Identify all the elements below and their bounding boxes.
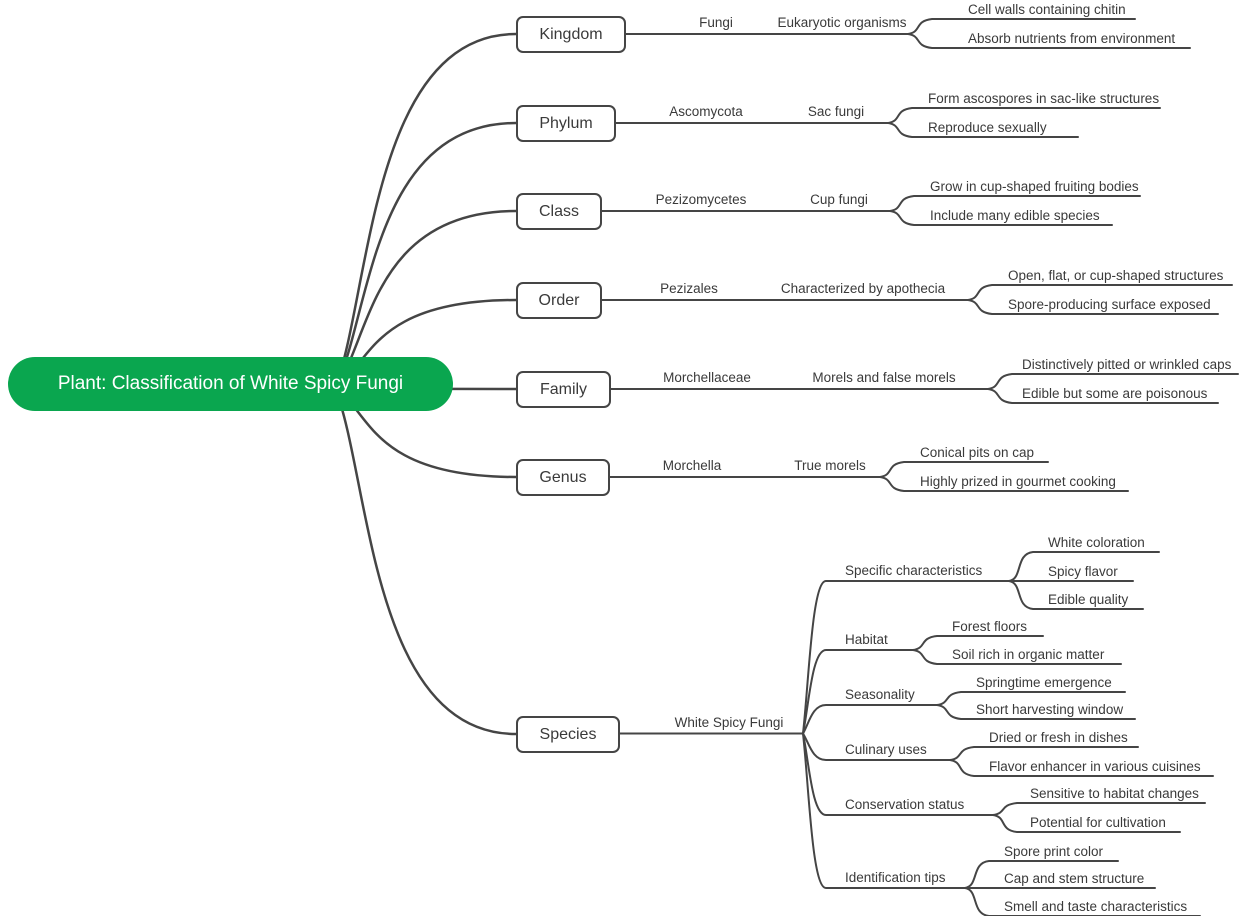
rank-label: Genus xyxy=(539,468,587,486)
taxon-desc-kingdom[interactable]: Eukaryotic organisms xyxy=(777,15,907,30)
link-leaf xyxy=(1008,551,1160,582)
link-leaf xyxy=(967,284,1233,301)
trait-label[interactable]: Grow in cup-shaped fruiting bodies xyxy=(930,179,1139,194)
trait-label[interactable]: Edible but some are poisonous xyxy=(1022,386,1208,401)
rank-node-class[interactable]: Class xyxy=(516,193,602,230)
branch-links xyxy=(601,18,1239,916)
taxon-name-class[interactable]: Pezizomycetes xyxy=(655,192,747,207)
aspect-item[interactable]: Forest floors xyxy=(952,619,1028,634)
link-leaf xyxy=(879,476,1129,492)
link-leaf xyxy=(912,649,1122,665)
rank-label: Class xyxy=(538,202,579,220)
rank-node-order[interactable]: Order xyxy=(516,282,602,319)
link-aspect xyxy=(802,704,938,735)
taxon-name-family[interactable]: Morchellaceae xyxy=(663,370,751,385)
aspect-item[interactable]: Spore print color xyxy=(1004,844,1104,859)
link-root-phylum xyxy=(333,121,518,390)
link-aspect xyxy=(802,732,951,761)
aspect-item[interactable]: Dried or fresh in dishes xyxy=(989,730,1128,745)
link-aspect xyxy=(802,732,966,889)
link-leaf xyxy=(992,802,1206,816)
rank-node-species[interactable]: Species xyxy=(516,716,620,753)
link-aspect xyxy=(802,649,914,735)
root-label: Plant: Classification of White Spicy Fun… xyxy=(57,373,404,394)
rank-label: Kingdom xyxy=(539,25,603,43)
link-leaf xyxy=(907,18,1136,35)
taxon-name-kingdom[interactable]: Fungi xyxy=(699,15,733,30)
aspect-label[interactable]: Habitat xyxy=(845,632,888,647)
aspect-item[interactable]: Spicy flavor xyxy=(1048,564,1118,579)
taxon-desc-family[interactable]: Morels and false morels xyxy=(812,370,956,385)
aspect-item[interactable]: Edible quality xyxy=(1048,592,1129,607)
aspect-item[interactable]: Smell and taste characteristics xyxy=(1004,899,1188,914)
link-leaf xyxy=(889,195,1141,212)
taxon-desc-class[interactable]: Cup fungi xyxy=(810,192,868,207)
taxon-desc-genus[interactable]: True morels xyxy=(794,458,866,473)
aspect-item[interactable]: Cap and stem structure xyxy=(1004,871,1145,886)
trait-label[interactable]: Spore-producing surface exposed xyxy=(1008,297,1211,312)
link-leaf xyxy=(936,691,1126,706)
link-leaf xyxy=(987,373,1239,390)
aspect-item[interactable]: Potential for cultivation xyxy=(1030,815,1166,830)
aspect-label[interactable]: Seasonality xyxy=(845,687,915,702)
taxon-name-order[interactable]: Pezizales xyxy=(660,281,718,296)
aspect-item[interactable]: Short harvesting window xyxy=(976,702,1124,717)
link-aspect xyxy=(802,580,1010,735)
taxon-desc-phylum[interactable]: Sac fungi xyxy=(807,104,865,119)
rank-label: Phylum xyxy=(539,114,593,132)
taxon-name-species[interactable]: White Spicy Fungi xyxy=(674,715,784,730)
aspect-item[interactable]: Sensitive to habitat changes xyxy=(1030,786,1199,801)
aspect-item[interactable]: Springtime emergence xyxy=(976,675,1112,690)
link-leaf xyxy=(887,122,1079,138)
trait-label[interactable]: Open, flat, or cup-shaped structures xyxy=(1008,268,1224,283)
link-leaf xyxy=(964,860,1119,889)
link-root-kingdom xyxy=(333,32,518,390)
trait-label[interactable]: Conical pits on cap xyxy=(920,445,1035,460)
link-leaf xyxy=(949,759,1214,777)
aspect-label[interactable]: Identification tips xyxy=(845,870,946,885)
taxon-name-genus[interactable]: Morchella xyxy=(662,458,722,473)
aspect-label[interactable]: Specific characteristics xyxy=(845,563,983,578)
rank-node-kingdom[interactable]: Kingdom xyxy=(516,16,626,53)
link-leaf xyxy=(949,746,1139,761)
rank-node-genus[interactable]: Genus xyxy=(516,459,610,496)
aspect-label[interactable]: Culinary uses xyxy=(845,742,927,757)
link-leaf xyxy=(907,33,1191,49)
link-leaf xyxy=(887,107,1161,124)
link-leaf xyxy=(912,635,1044,651)
link-leaf xyxy=(987,388,1219,404)
trait-label[interactable]: Cell walls containing chitin xyxy=(968,2,1126,17)
rank-node-family[interactable]: Family xyxy=(516,371,611,408)
root-node[interactable]: Plant: Classification of White Spicy Fun… xyxy=(8,357,453,411)
taxon-desc-order[interactable]: Characterized by apothecia xyxy=(780,281,946,296)
trait-label[interactable]: Include many edible species xyxy=(930,208,1100,223)
taxon-name-phylum[interactable]: Ascomycota xyxy=(669,104,743,119)
link-leaf xyxy=(967,299,1219,315)
rank-label: Family xyxy=(539,380,588,398)
link-leaf xyxy=(936,704,1136,720)
trait-label[interactable]: Form ascospores in sac-like structures xyxy=(928,91,1160,106)
rank-label: Species xyxy=(539,725,597,743)
aspect-label[interactable]: Conservation status xyxy=(845,797,965,812)
trait-label[interactable]: Distinctively pitted or wrinkled caps xyxy=(1022,357,1232,372)
link-leaf xyxy=(889,210,1113,226)
trait-label[interactable]: Absorb nutrients from environment xyxy=(968,31,1176,46)
trait-label[interactable]: Highly prized in gourmet cooking xyxy=(920,474,1116,489)
aspect-item[interactable]: White coloration xyxy=(1048,535,1145,550)
link-leaf xyxy=(992,814,1181,833)
link-root-species xyxy=(333,386,518,736)
aspect-item[interactable]: Flavor enhancer in various cuisines xyxy=(989,759,1201,774)
link-leaf xyxy=(1008,580,1144,610)
trait-label[interactable]: Reproduce sexually xyxy=(928,120,1047,135)
rank-node-phylum[interactable]: Phylum xyxy=(516,105,616,142)
link-leaf xyxy=(879,461,1049,478)
rank-label: Order xyxy=(538,291,580,309)
aspect-item[interactable]: Soil rich in organic matter xyxy=(952,647,1105,662)
